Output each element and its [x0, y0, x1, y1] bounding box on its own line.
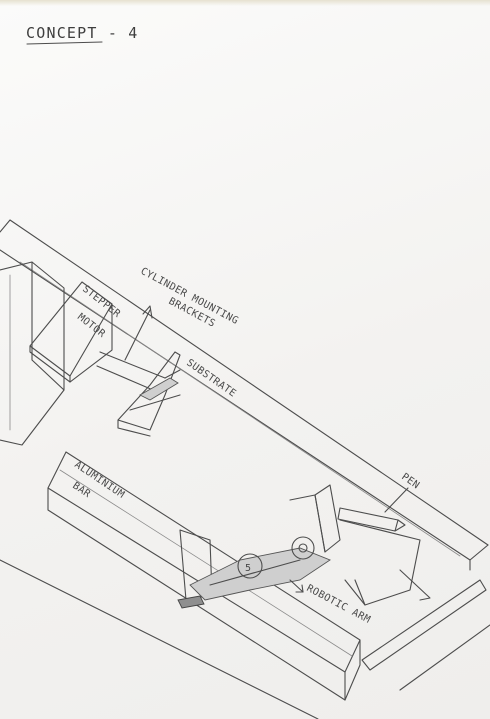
sketch-title: CONCEPT - 4: [26, 24, 139, 42]
robotic-arm-label: ROBOTIC ARM: [305, 583, 373, 626]
title-underline: [27, 42, 102, 44]
arm-pointer-line: [290, 580, 303, 592]
stepper-label-line2: MOTOR: [75, 312, 108, 341]
arm-joint-number: 5: [245, 563, 251, 574]
robotic-arm: 5: [178, 485, 430, 608]
corner-plate: [362, 580, 486, 670]
substrate-label: SUBSTRATE: [184, 357, 238, 399]
pen-pointer-line: [385, 488, 408, 512]
substrate-plate: [0, 220, 488, 570]
pen-label: PEN: [399, 471, 421, 491]
aluminium-label-line2: BAR: [70, 480, 93, 500]
mounting-bracket: [118, 352, 180, 436]
aluminium-bar: ALUMINIUM BAR: [48, 452, 360, 700]
corner-plate-edge: [400, 625, 490, 690]
